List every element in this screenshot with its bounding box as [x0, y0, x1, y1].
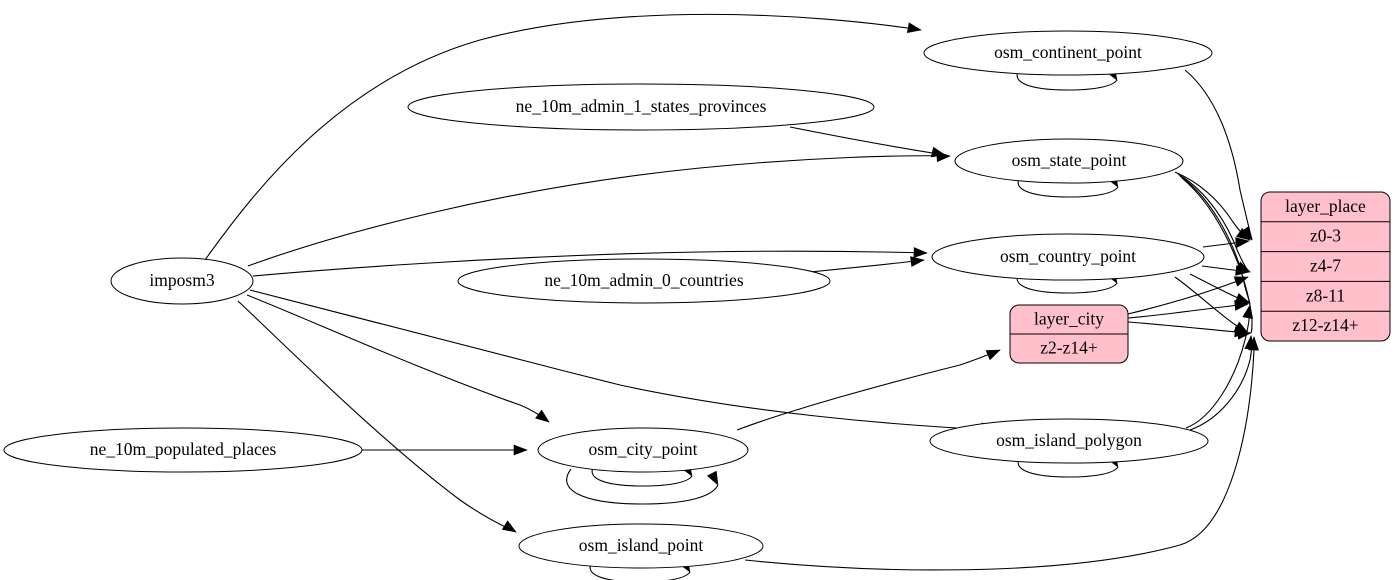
edge-layer_city-to-layer_place_row3 — [1127, 303, 1249, 319]
edge-arrowhead — [985, 349, 1001, 361]
edge-arrowhead — [930, 146, 946, 158]
node-ne_10m_admin_1_states_provinces[interactable]: ne_10m_admin_1_states_provinces — [407, 83, 875, 131]
node-shape — [3, 427, 363, 473]
record-node-layer_place[interactable]: layer_place z0-3 z4-7 z8-11 z12-z14+ — [1260, 191, 1391, 342]
record-nodes-layer: layer_city z2-z14+ layer_place z0-3 z4-7 z8-1… — [1009, 191, 1391, 364]
edge-imposm3-to-osm_state_point — [247, 155, 951, 267]
edge-arrowhead — [913, 247, 928, 258]
edge-imposm3-to-osm_island_point — [237, 300, 517, 533]
edge-osm_state_point-to-osm_state_point — [1017, 175, 1119, 198]
node-shape — [407, 83, 875, 131]
node-shape — [923, 30, 1213, 76]
node-label: osm_city_point — [589, 439, 698, 459]
edge-osm_city_point-to-layer_city_row1 — [736, 349, 1001, 431]
node-shape — [954, 138, 1184, 184]
edge-arrowhead — [1242, 304, 1254, 320]
node-osm_island_polygon[interactable]: osm_island_polygon — [929, 418, 1209, 464]
record-body — [1260, 191, 1391, 342]
edge-imposm3-to-osm_continent_point — [204, 13, 922, 261]
node-label: osm_state_point — [1012, 150, 1127, 170]
node-osm_state_point[interactable]: osm_state_point — [954, 138, 1184, 184]
node-label: ne_10m_populated_places — [90, 439, 277, 459]
edge-osm_island_point-to-osm_island_point — [589, 560, 691, 580]
edge-arrowhead — [1235, 264, 1250, 276]
node-label: ne_10m_admin_1_states_provinces — [516, 96, 767, 116]
node-ne_10m_admin_0_countries[interactable]: ne_10m_admin_0_countries — [457, 258, 831, 304]
node-osm_country_point[interactable]: osm_country_point — [931, 233, 1205, 281]
node-label: imposm3 — [149, 270, 214, 290]
edge-osm_state_point-to-layer_place_row4 — [1181, 177, 1253, 334]
edge-arrowhead — [1234, 326, 1249, 338]
edge-arrowhead — [910, 256, 925, 268]
edge-arrowhead — [906, 22, 922, 34]
node-label: osm_continent_point — [994, 42, 1142, 62]
edge-layer_city-to-layer_place_row2 — [1127, 276, 1249, 315]
edge-arrowhead — [513, 444, 528, 456]
edge-arrowhead — [706, 470, 719, 486]
node-ne_10m_populated_places[interactable]: ne_10m_populated_places — [3, 427, 363, 473]
node-shape — [457, 258, 831, 304]
edge-imposm3-to-osm_country_point — [252, 250, 928, 277]
record-row-label[interactable]: z2-z14+ — [1040, 338, 1098, 358]
node-imposm3[interactable]: imposm3 — [110, 257, 254, 305]
node-shape — [110, 257, 254, 305]
node-osm_city_point[interactable]: osm_city_point — [537, 427, 749, 473]
node-label: osm_island_polygon — [996, 430, 1142, 450]
record-row-label[interactable]: z4-7 — [1310, 256, 1341, 276]
node-shape — [537, 427, 749, 473]
edge-imposm3-to-osm_island_polygon — [249, 289, 995, 431]
edge-arrowhead — [501, 520, 517, 533]
edge-osm_island_polygon-to-osm_island_polygon — [1017, 455, 1119, 478]
edge-arrowhead — [1235, 237, 1250, 249]
edge-arrowhead — [1235, 227, 1251, 241]
node-osm_continent_point[interactable]: osm_continent_point — [923, 30, 1213, 76]
node-label: osm_island_point — [579, 535, 704, 555]
record-row-label[interactable]: z0-3 — [1310, 226, 1341, 246]
node-osm_island_point[interactable]: osm_island_point — [518, 523, 764, 569]
edge-ne_10m_admin_1_states_provinces-to-osm_state_point — [789, 126, 946, 156]
node-shape — [518, 523, 764, 569]
edge-osm_country_point-to-osm_country_point — [1016, 271, 1118, 294]
nodes-layer: imposm3 ne_10m_populated_places ne_10m_adm… — [3, 30, 1213, 569]
edge-arrowhead — [1234, 299, 1249, 311]
edge-osm_city_point-to-osm_city_point — [591, 464, 693, 487]
record-row-label[interactable]: z12-z14+ — [1292, 315, 1358, 335]
edge-arrowhead — [1248, 336, 1259, 351]
edge-arrowhead — [1233, 276, 1249, 287]
edge-osm_city_point-to-osm_city_point — [566, 468, 719, 505]
edge-arrowhead — [535, 409, 550, 423]
record-row-label[interactable]: layer_place — [1285, 196, 1366, 216]
edge-imposm3-to-osm_city_point — [246, 294, 550, 423]
node-shape — [931, 233, 1205, 281]
node-label: ne_10m_admin_0_countries — [544, 270, 743, 290]
edge-osm_continent_point-to-osm_continent_point — [1016, 68, 1118, 91]
node-shape — [929, 418, 1209, 464]
record-row-label[interactable]: layer_city — [1034, 309, 1104, 329]
node-label: osm_country_point — [1000, 246, 1136, 266]
record-node-layer_city[interactable]: layer_city z2-z14+ — [1009, 304, 1129, 364]
record-row-label[interactable]: z8-11 — [1306, 285, 1345, 305]
edge-ne_10m_admin_0_countries-to-osm_country_point — [809, 259, 925, 273]
edge-layer_city-to-layer_place_row4 — [1127, 321, 1249, 334]
